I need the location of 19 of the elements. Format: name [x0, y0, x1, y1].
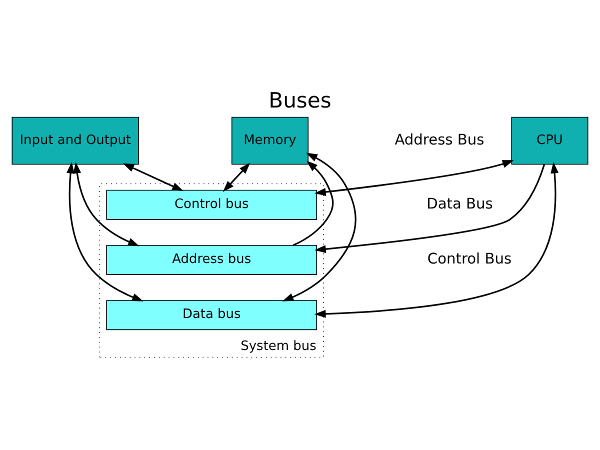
arrow — [122, 162, 184, 191]
node-box: Memory — [231, 116, 309, 164]
arrow — [282, 152, 356, 301]
arrow — [73, 162, 140, 246]
arrow — [314, 160, 514, 196]
arrow — [314, 161, 559, 318]
arrow — [66, 161, 144, 301]
node-box: Data bus — [106, 300, 318, 330]
label: Data Bus — [426, 194, 493, 212]
label: Address Bus — [394, 130, 484, 148]
arrow — [222, 162, 250, 192]
label: Control Bus — [427, 250, 512, 268]
diagram-title: Buses — [268, 86, 332, 112]
node-box: Control bus — [106, 189, 318, 220]
node-box: Address bus — [106, 244, 318, 274]
arrow — [314, 164, 546, 253]
arrow — [292, 160, 334, 246]
node-box: CPU — [511, 116, 588, 164]
node-box: Input and Output — [12, 116, 140, 164]
